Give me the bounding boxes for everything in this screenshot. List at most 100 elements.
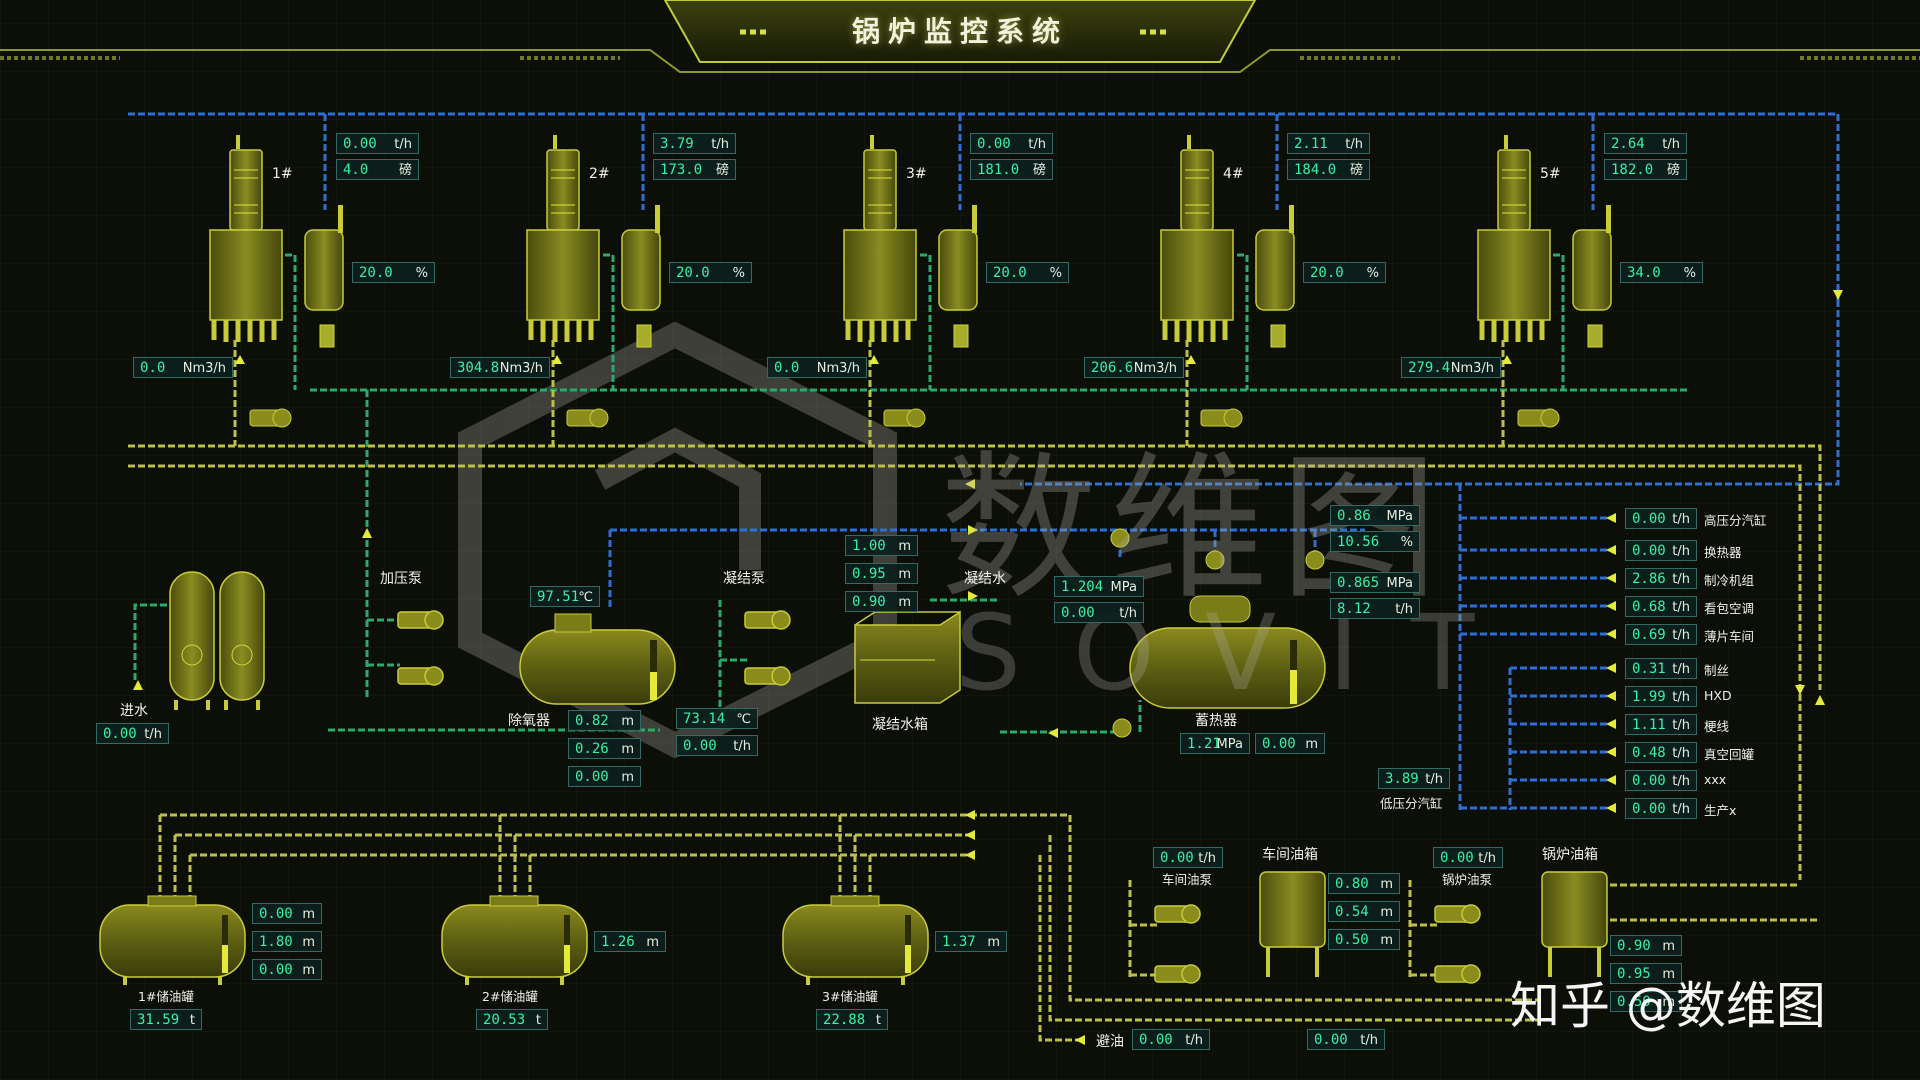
consumer-label: 制冷机组 <box>1704 573 1755 588</box>
level-readout: 20.0% <box>1303 262 1386 283</box>
oil-pipes <box>128 340 1822 1042</box>
watermark-en: SOVIT <box>955 592 1527 714</box>
boiler-name: 4# <box>1223 166 1244 182</box>
level-readout: 20.0% <box>986 262 1069 283</box>
boiler-oil-pump-label: 锅炉油泵 <box>1442 872 1493 887</box>
accumulator-percent: 10.56% <box>1330 531 1420 552</box>
deaerator-vessel <box>519 613 676 705</box>
consumer-label: 生产x <box>1704 803 1737 818</box>
condensate-temp-readout: 73.14℃ <box>676 708 758 729</box>
zhihu-watermark: 知乎 @数维图 <box>1510 977 1826 1035</box>
oil-tank-label: 2#储油罐 <box>482 989 538 1004</box>
water-treatment-tanks <box>169 571 265 710</box>
pumps <box>397 610 1481 984</box>
page-title: 锅炉监控系统 <box>851 15 1068 48</box>
inlet-label: 进水 <box>120 703 148 719</box>
boiler-name: 5# <box>1540 166 1561 182</box>
boiler-oil-box-label: 锅炉油箱 <box>1542 847 1598 863</box>
oil-boxes <box>1259 871 1608 977</box>
consumer-label: 制丝 <box>1704 663 1730 678</box>
consumer-label: 高压分汽缸 <box>1704 513 1767 528</box>
boiler-name: 3# <box>906 166 927 182</box>
condensate-pump-label: 凝结泵 <box>723 571 765 587</box>
flow-arrows <box>133 290 1843 1045</box>
consumer-label: xxx <box>1704 772 1727 787</box>
avoid-oil-label: 避油 <box>1096 1034 1124 1050</box>
accumulator-label: 蓄热器 <box>1195 713 1237 729</box>
consumer-label: 换热器 <box>1704 545 1742 560</box>
deaerator-label: 除氧器 <box>508 713 550 729</box>
condensate-tank <box>854 610 961 704</box>
consumer-label: 看包空调 <box>1704 601 1755 616</box>
oil-storage-tanks <box>99 894 930 987</box>
boiler-units <box>209 135 1611 427</box>
oil-tank-label: 3#储油罐 <box>822 989 878 1004</box>
boiler-name: 1# <box>272 166 293 182</box>
oil-tank-label: 1#储油罐 <box>138 989 194 1004</box>
consumer-label: 真空回罐 <box>1704 747 1755 762</box>
consumer-label: HXD <box>1704 688 1732 703</box>
low-pressure-label: 低压分汽缸 <box>1380 796 1443 811</box>
boiler-name: 2# <box>589 166 610 182</box>
deaerator-temp-readout: 97.51℃ <box>530 586 600 607</box>
condensate-tank-label: 凝结水箱 <box>872 717 928 733</box>
steam-pipes <box>128 112 1840 810</box>
consumer-label: 梗线 <box>1704 719 1730 734</box>
watermark-cube <box>458 321 897 759</box>
workshop-pump-label: 车间油泵 <box>1162 872 1213 887</box>
